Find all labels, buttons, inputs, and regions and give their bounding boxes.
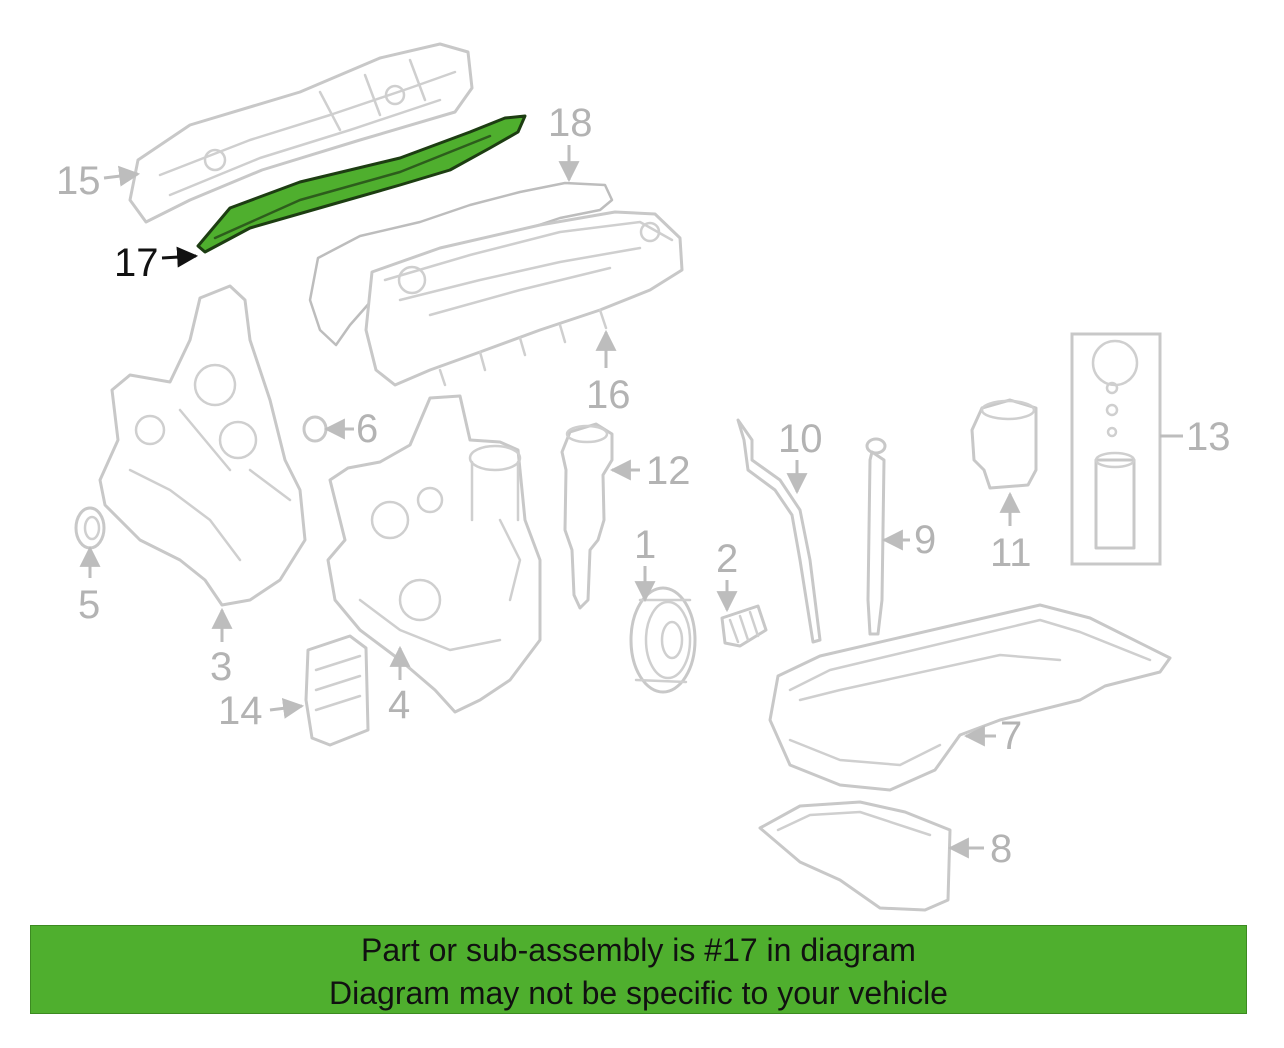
part-1-pulley <box>629 586 697 694</box>
callout-1: 1 <box>634 523 656 567</box>
callout-9: 9 <box>914 518 936 562</box>
part-9-dipstick <box>865 437 887 636</box>
part-5-seal <box>74 506 106 550</box>
callout-7: 7 <box>1000 714 1022 758</box>
part-2-sleeve <box>720 604 768 648</box>
banner-line-disclaimer: Diagram may not be specific to your vehi… <box>329 975 948 1011</box>
callout-2: 2 <box>716 537 738 581</box>
banner-line-part-number: Part or sub-assembly is #17 in diagram <box>361 932 916 968</box>
part-12-oil-filter-housing <box>560 422 614 610</box>
part-14-oil-cooler <box>304 634 370 747</box>
callout-11: 11 <box>990 531 1032 575</box>
part-18-valve-cover-gasket <box>308 181 614 347</box>
callout-6: 6 <box>356 407 378 451</box>
engine-parts-diagram: 15 17 18 16 6 12 10 13 11 9 1 2 5 3 4 14… <box>56 42 1231 912</box>
part-13-filter-kit <box>1070 332 1162 566</box>
callout-4: 4 <box>388 683 410 727</box>
callout-14: 14 <box>218 689 263 733</box>
callout-10: 10 <box>778 417 823 461</box>
callout-13: 13 <box>1186 415 1231 459</box>
callout-15: 15 <box>56 159 101 203</box>
callout-18: 18 <box>548 101 593 145</box>
part-10-guide-tube <box>736 418 822 644</box>
part-16-valve-cover <box>364 210 684 387</box>
leader-lines <box>79 145 1183 859</box>
callout-12: 12 <box>646 449 691 493</box>
callout-16: 16 <box>586 373 631 417</box>
callout-labels: 15 17 18 16 6 12 10 13 11 9 1 2 5 3 4 14… <box>56 101 1231 871</box>
callout-17: 17 <box>114 241 159 285</box>
part-7-oil-pan <box>768 603 1172 792</box>
part-6-plug <box>302 415 328 443</box>
part-info-banner: Part or sub-assembly is #17 in diagram D… <box>30 925 1247 1014</box>
callout-3: 3 <box>210 645 232 689</box>
part-3-timing-cover <box>98 284 307 607</box>
callout-5: 5 <box>78 583 100 627</box>
part-8-lower-oil-pan <box>758 800 952 912</box>
part-11-filter-housing <box>970 398 1038 490</box>
part-15-intake-cover <box>128 42 474 224</box>
callout-8: 8 <box>990 827 1012 871</box>
part-4-engine-front-cover <box>326 394 542 714</box>
